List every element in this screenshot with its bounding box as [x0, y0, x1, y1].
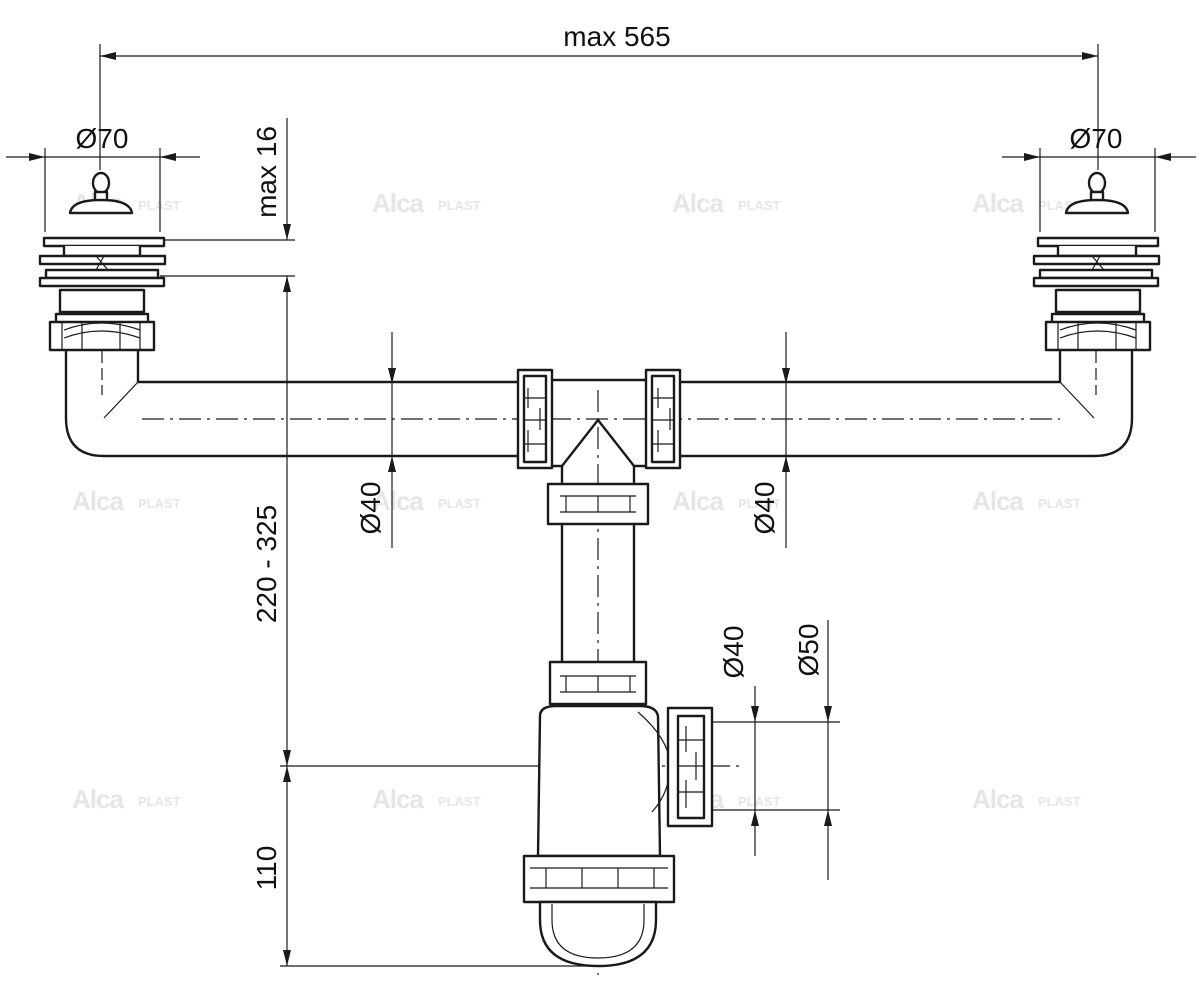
- left-strainer: [38, 171, 167, 352]
- dimension-labels: max 565 Ø70 Ø70 max 16 220 - 325 110 Ø40…: [76, 21, 1123, 890]
- dim-trap-height-label: 110: [251, 846, 282, 891]
- svg-text:Alca: Alca: [672, 486, 724, 516]
- dim-outlet-large-label: Ø50: [793, 624, 824, 677]
- watermark-logo: Alca PLAST: [372, 486, 481, 516]
- svg-text:Alca: Alca: [72, 784, 124, 814]
- svg-text:Alca: Alca: [672, 188, 724, 218]
- svg-text:PLAST: PLAST: [438, 794, 481, 809]
- watermark-logo: Alca PLAST: [672, 188, 781, 218]
- dim-right-outlet-label: Ø70: [1070, 123, 1123, 154]
- svg-text:Alca: Alca: [372, 486, 424, 516]
- dim-outlet-small-label: Ø40: [718, 626, 749, 679]
- watermark-logo: Alca PLAST: [372, 784, 481, 814]
- svg-text:PLAST: PLAST: [438, 496, 481, 511]
- horizontal-pipe: [64, 346, 1134, 458]
- watermark-logo: Alca PLAST: [972, 784, 1081, 814]
- svg-text:Alca: Alca: [372, 784, 424, 814]
- dimension-lines: [6, 52, 1196, 966]
- watermark-logo: Alca PLAST: [972, 486, 1081, 516]
- svg-text:PLAST: PLAST: [738, 198, 781, 213]
- dim-overflow-label: max 16: [251, 126, 282, 218]
- svg-text:PLAST: PLAST: [1038, 794, 1081, 809]
- svg-text:PLAST: PLAST: [438, 198, 481, 213]
- dim-height-range-label: 220 - 325: [251, 505, 282, 623]
- svg-text:PLAST: PLAST: [138, 198, 181, 213]
- svg-text:PLAST: PLAST: [738, 496, 781, 511]
- t-piece: [516, 368, 682, 486]
- watermark-logo: Alca PLAST: [72, 784, 181, 814]
- watermark-logo: Alca PLAST: [72, 486, 181, 516]
- dim-left-outlet-label: Ø70: [76, 123, 129, 154]
- dim-total-width-label: max 565: [563, 21, 670, 52]
- svg-text:PLAST: PLAST: [738, 794, 781, 809]
- svg-text:Alca: Alca: [972, 784, 1024, 814]
- watermark-logo: Alca PLAST: [372, 188, 481, 218]
- svg-text:PLAST: PLAST: [138, 794, 181, 809]
- svg-text:Alca: Alca: [972, 188, 1024, 218]
- svg-text:Alca: Alca: [72, 486, 124, 516]
- dim-right-pipe-label: Ø40: [749, 482, 780, 535]
- vertical-tube: [546, 482, 650, 706]
- bottle-trap: [522, 704, 714, 968]
- svg-text:Alca: Alca: [972, 486, 1024, 516]
- right-strainer: [1032, 171, 1161, 352]
- dim-left-pipe-label: Ø40: [355, 482, 386, 535]
- svg-text:PLAST: PLAST: [1038, 496, 1081, 511]
- watermark-logo: Alca PLAST: [672, 486, 781, 516]
- svg-text:Alca: Alca: [372, 188, 424, 218]
- svg-text:PLAST: PLAST: [138, 496, 181, 511]
